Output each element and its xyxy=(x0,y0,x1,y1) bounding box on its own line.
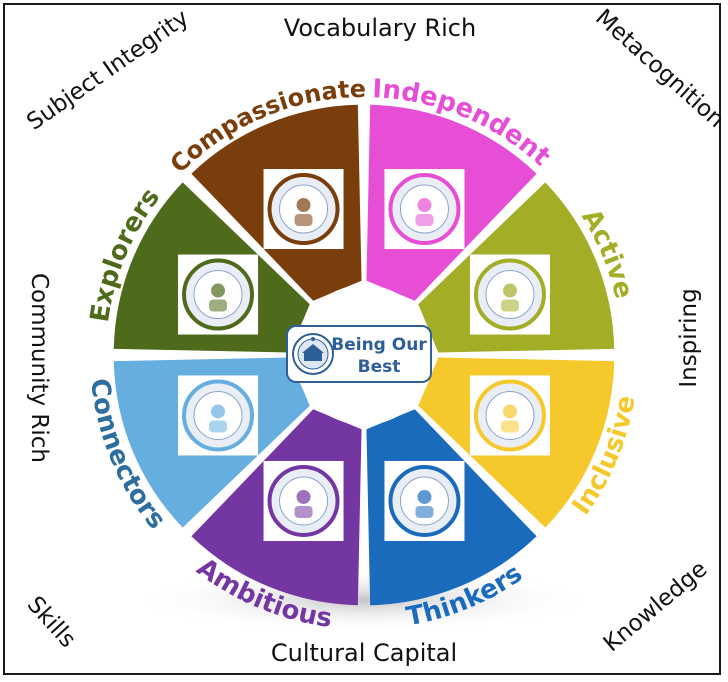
center-badge: Being Our Best xyxy=(286,325,432,383)
outer-word-right: Inspiring xyxy=(676,288,702,387)
outer-word-top-right: Metacognition xyxy=(590,4,728,133)
mountain-climb-drawing-icon xyxy=(263,460,344,541)
smiling-heart-face-drawing-icon xyxy=(263,169,344,250)
outer-word-bottom-right: Knowledge xyxy=(599,556,713,657)
group-of-children-drawing-icon xyxy=(469,375,550,456)
school-crest-icon xyxy=(292,333,334,375)
center-title-line2: Best xyxy=(358,357,401,377)
center-title-line1: Being Our xyxy=(331,335,427,355)
explorer-child-drawing-icon xyxy=(178,254,259,335)
outer-word-left: Community Rich xyxy=(26,273,52,463)
outer-word-bottom-left: Skills xyxy=(22,592,81,653)
wheel-shadow xyxy=(134,568,594,632)
poster-border xyxy=(3,3,721,675)
wheel-segment-icons xyxy=(178,169,550,541)
child-with-tree-drawing-icon xyxy=(384,169,465,250)
outer-word-bottom: Cultural Capital xyxy=(271,639,457,667)
jigsaw-puzzle-drawing-icon xyxy=(178,375,259,456)
outer-word-top: Vocabulary Rich xyxy=(284,14,476,42)
outer-word-top-left: Subject Integrity xyxy=(22,5,193,136)
children-playing-drawing-icon xyxy=(469,254,550,335)
lightbulb-head-drawing-icon xyxy=(384,460,465,541)
